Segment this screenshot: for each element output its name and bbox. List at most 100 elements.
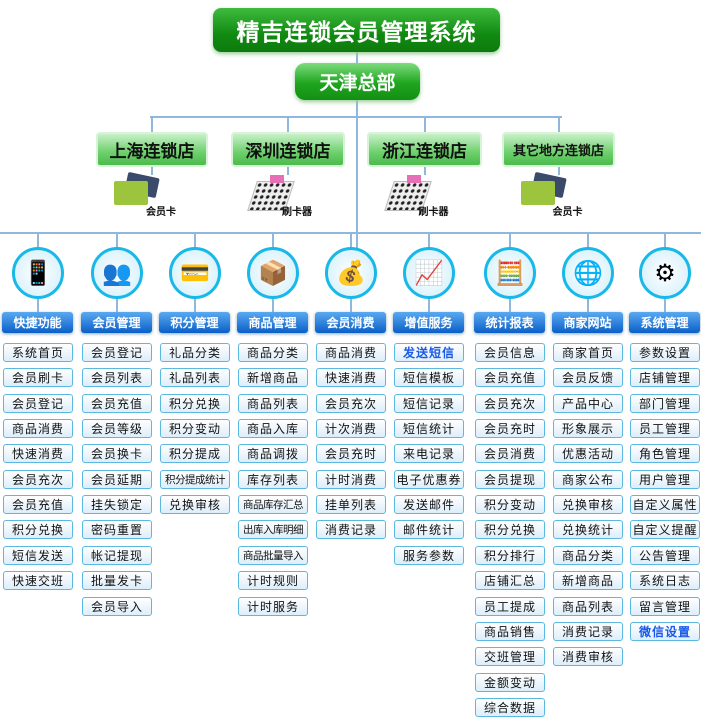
menu-item[interactable]: 商品分类: [238, 343, 308, 362]
menu-item[interactable]: 公告管理: [630, 546, 700, 565]
menu-item[interactable]: 会员充次: [316, 394, 386, 413]
module-header[interactable]: 会员消费: [315, 312, 386, 333]
menu-item[interactable]: 发送短信: [394, 343, 464, 362]
menu-item[interactable]: 商品入库: [238, 419, 308, 438]
menu-item[interactable]: 自定义属性: [630, 495, 700, 514]
menu-item[interactable]: 会员登记: [82, 343, 152, 362]
menu-item[interactable]: 员工提成: [475, 597, 545, 616]
menu-item[interactable]: 留言管理: [630, 597, 700, 616]
menu-item[interactable]: 积分排行: [475, 546, 545, 565]
menu-item[interactable]: 短信记录: [394, 394, 464, 413]
menu-item[interactable]: 角色管理: [630, 444, 700, 463]
menu-item[interactable]: 短信统计: [394, 419, 464, 438]
menu-item[interactable]: 会员充次: [475, 394, 545, 413]
menu-item[interactable]: 形象展示: [553, 419, 623, 438]
menu-item[interactable]: 积分兑换: [160, 394, 230, 413]
menu-item[interactable]: 会员导入: [82, 597, 152, 616]
menu-item[interactable]: 会员充时: [316, 444, 386, 463]
menu-item[interactable]: 产品中心: [553, 394, 623, 413]
menu-item[interactable]: 商品消费: [3, 419, 73, 438]
menu-item[interactable]: 店铺管理: [630, 368, 700, 387]
menu-item[interactable]: 积分变动: [475, 495, 545, 514]
menu-item[interactable]: 部门管理: [630, 394, 700, 413]
menu-item[interactable]: 积分提成统计: [160, 470, 230, 489]
menu-item[interactable]: 商品库存汇总: [238, 495, 308, 514]
menu-item[interactable]: 商家公布: [553, 470, 623, 489]
menu-item[interactable]: 优惠活动: [553, 444, 623, 463]
menu-item[interactable]: 快速消费: [3, 444, 73, 463]
menu-item[interactable]: 计时消费: [316, 470, 386, 489]
menu-item[interactable]: 计时服务: [238, 597, 308, 616]
menu-item[interactable]: 帐记提现: [82, 546, 152, 565]
menu-item[interactable]: 会员列表: [82, 368, 152, 387]
menu-item[interactable]: 短信模板: [394, 368, 464, 387]
menu-item[interactable]: 店铺汇总: [475, 571, 545, 590]
menu-item[interactable]: 会员充值: [82, 394, 152, 413]
menu-item[interactable]: 自定义提醒: [630, 520, 700, 539]
menu-item[interactable]: 商品消费: [316, 343, 386, 362]
menu-item[interactable]: 出库入库明细: [238, 520, 308, 539]
menu-item[interactable]: 商品列表: [238, 394, 308, 413]
menu-item[interactable]: 电子优惠券: [394, 470, 464, 489]
menu-item[interactable]: 会员延期: [82, 470, 152, 489]
menu-item[interactable]: 新增商品: [553, 571, 623, 590]
module-header[interactable]: 统计报表: [474, 312, 545, 333]
menu-item[interactable]: 会员信息: [475, 343, 545, 362]
menu-item[interactable]: 会员登记: [3, 394, 73, 413]
menu-item[interactable]: 短信发送: [3, 546, 73, 565]
menu-item[interactable]: 会员充次: [3, 470, 73, 489]
menu-item[interactable]: 积分兑换: [3, 520, 73, 539]
menu-item[interactable]: 密码重置: [82, 520, 152, 539]
menu-item[interactable]: 计时规则: [238, 571, 308, 590]
menu-item[interactable]: 消费记录: [553, 622, 623, 641]
menu-item[interactable]: 参数设置: [630, 343, 700, 362]
menu-item[interactable]: 会员充值: [3, 495, 73, 514]
menu-item[interactable]: 积分提成: [160, 444, 230, 463]
menu-item[interactable]: 商品批量导入: [238, 546, 308, 565]
menu-item[interactable]: 会员充值: [475, 368, 545, 387]
menu-item[interactable]: 礼品列表: [160, 368, 230, 387]
menu-item[interactable]: 用户管理: [630, 470, 700, 489]
menu-item[interactable]: 礼品分类: [160, 343, 230, 362]
menu-item[interactable]: 计次消费: [316, 419, 386, 438]
menu-item[interactable]: 商品调拨: [238, 444, 308, 463]
menu-item[interactable]: 库存列表: [238, 470, 308, 489]
menu-item[interactable]: 服务参数: [394, 546, 464, 565]
menu-item[interactable]: 邮件统计: [394, 520, 464, 539]
module-header[interactable]: 商家网站: [552, 312, 623, 333]
menu-item[interactable]: 快速交班: [3, 571, 73, 590]
menu-item[interactable]: 会员提现: [475, 470, 545, 489]
menu-item[interactable]: 会员换卡: [82, 444, 152, 463]
module-header[interactable]: 增值服务: [393, 312, 464, 333]
menu-item[interactable]: 商品销售: [475, 622, 545, 641]
menu-item[interactable]: 会员刷卡: [3, 368, 73, 387]
menu-item[interactable]: 兑换审核: [160, 495, 230, 514]
menu-item[interactable]: 商品列表: [553, 597, 623, 616]
module-header[interactable]: 快捷功能: [2, 312, 73, 333]
menu-item[interactable]: 挂单列表: [316, 495, 386, 514]
menu-item[interactable]: 消费审核: [553, 647, 623, 666]
menu-item[interactable]: 金额变动: [475, 673, 545, 692]
menu-item[interactable]: 会员等级: [82, 419, 152, 438]
menu-item[interactable]: 消费记录: [316, 520, 386, 539]
menu-item[interactable]: 挂失锁定: [82, 495, 152, 514]
menu-item[interactable]: 来电记录: [394, 444, 464, 463]
menu-item[interactable]: 积分变动: [160, 419, 230, 438]
menu-item[interactable]: 商品分类: [553, 546, 623, 565]
module-header[interactable]: 积分管理: [159, 312, 230, 333]
module-header[interactable]: 会员管理: [81, 312, 152, 333]
menu-item[interactable]: 新增商品: [238, 368, 308, 387]
menu-item[interactable]: 微信设置: [630, 622, 700, 641]
menu-item[interactable]: 快速消费: [316, 368, 386, 387]
module-header[interactable]: 商品管理: [237, 312, 308, 333]
menu-item[interactable]: 兑换统计: [553, 520, 623, 539]
menu-item[interactable]: 兑换审核: [553, 495, 623, 514]
menu-item[interactable]: 会员反馈: [553, 368, 623, 387]
menu-item[interactable]: 交班管理: [475, 647, 545, 666]
menu-item[interactable]: 会员充时: [475, 419, 545, 438]
menu-item[interactable]: 发送邮件: [394, 495, 464, 514]
module-header[interactable]: 系统管理: [629, 312, 700, 333]
menu-item[interactable]: 系统日志: [630, 571, 700, 590]
menu-item[interactable]: 员工管理: [630, 419, 700, 438]
menu-item[interactable]: 综合数据: [475, 698, 545, 717]
